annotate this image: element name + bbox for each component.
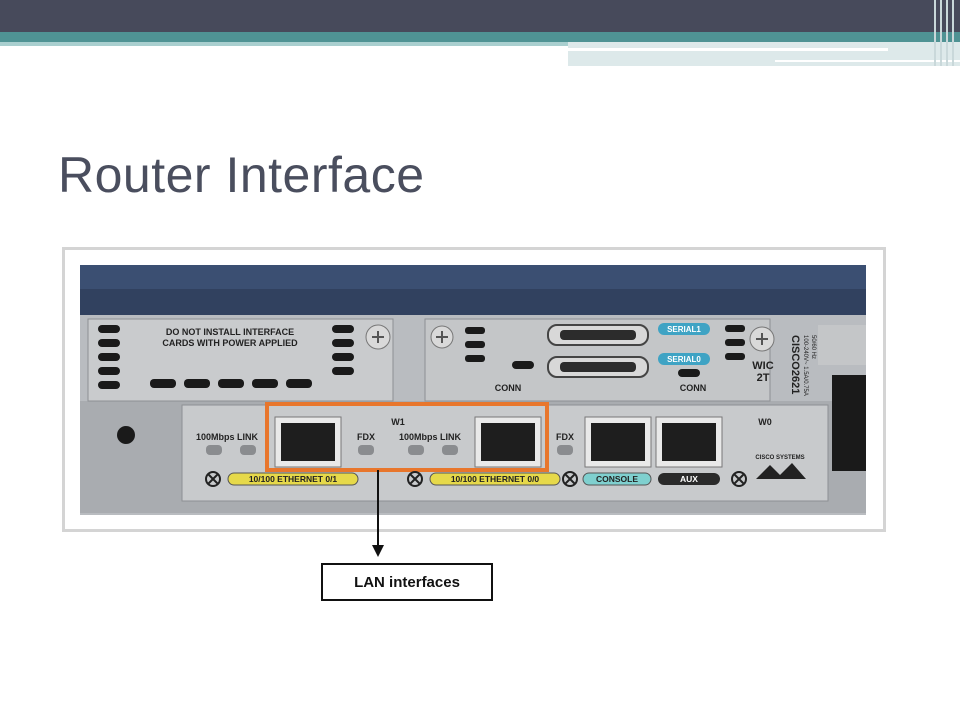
warning-text-line1: DO NOT INSTALL INTERFACE [166, 327, 294, 337]
model-label: CISCO2621 [789, 335, 801, 394]
callout-arrow-icon [372, 545, 384, 557]
warning-text-line2: CARDS WITH POWER APPLIED [162, 338, 298, 348]
console-symbol-icon [562, 471, 578, 487]
wic-label-line2: 2T [757, 372, 770, 384]
vent-slots [98, 325, 354, 389]
eth00-label: 10/100 ETHERNET 0/0 [451, 474, 540, 484]
serial0-label-bg [658, 353, 710, 365]
eth01-label-bg [227, 472, 359, 486]
eth00-label-bg [429, 472, 561, 486]
slide-top-right-panel [568, 42, 960, 66]
slide-title: Router Interface [58, 147, 425, 203]
callout-line [377, 470, 379, 550]
slide-top-accent [0, 42, 570, 46]
serial0-label: SERIAL0 [667, 355, 701, 364]
console-label-bg [582, 472, 652, 486]
mount-hole [117, 426, 135, 444]
power-socket [832, 375, 866, 471]
brand-logo-icon [756, 463, 806, 479]
slide-top-bar [0, 0, 960, 32]
eth01-symbol-icon [205, 471, 221, 487]
slide-top-right-line-2 [775, 60, 960, 62]
brand-label: CISCO SYSTEMS [755, 455, 804, 461]
slide-top-right-line [568, 48, 888, 51]
w0-label: W0 [758, 417, 772, 427]
serial1-label: SERIAL1 [667, 325, 701, 334]
led-group2-label: 100Mbps LINK [399, 432, 462, 442]
conn-left-label: CONN [495, 383, 522, 393]
slide-top-band [0, 32, 960, 42]
slide-corner-lines [930, 0, 960, 66]
freq-spec-label: 50/60 Hz [810, 335, 816, 359]
eth01-label: 10/100 ETHERNET 0/1 [249, 474, 338, 484]
router-back-panel: DO NOT INSTALL INTERFACE CARDS WITH POWE… [80, 265, 866, 515]
lan-interfaces-callout: LAN interfaces [321, 563, 493, 601]
aux-label: AUX [680, 474, 698, 484]
fdx2-label: FDX [556, 432, 574, 442]
serial1-label-bg [658, 323, 710, 335]
lan-highlight-box [265, 402, 549, 472]
eth00-symbol-icon [407, 471, 423, 487]
conn-right-label: CONN [680, 383, 707, 393]
aux-symbol-icon [731, 471, 747, 487]
fdx1-label: FDX [357, 432, 375, 442]
power-spec-label: 100-240V~ 1.5A/0.75A [802, 335, 808, 396]
led-group1-label: 100Mbps LINK [196, 432, 259, 442]
w1-label: W1 [391, 417, 405, 427]
console-label: CONSOLE [596, 474, 638, 484]
aux-label-bg [658, 473, 720, 485]
wic-label-line1: WIC [752, 360, 773, 372]
